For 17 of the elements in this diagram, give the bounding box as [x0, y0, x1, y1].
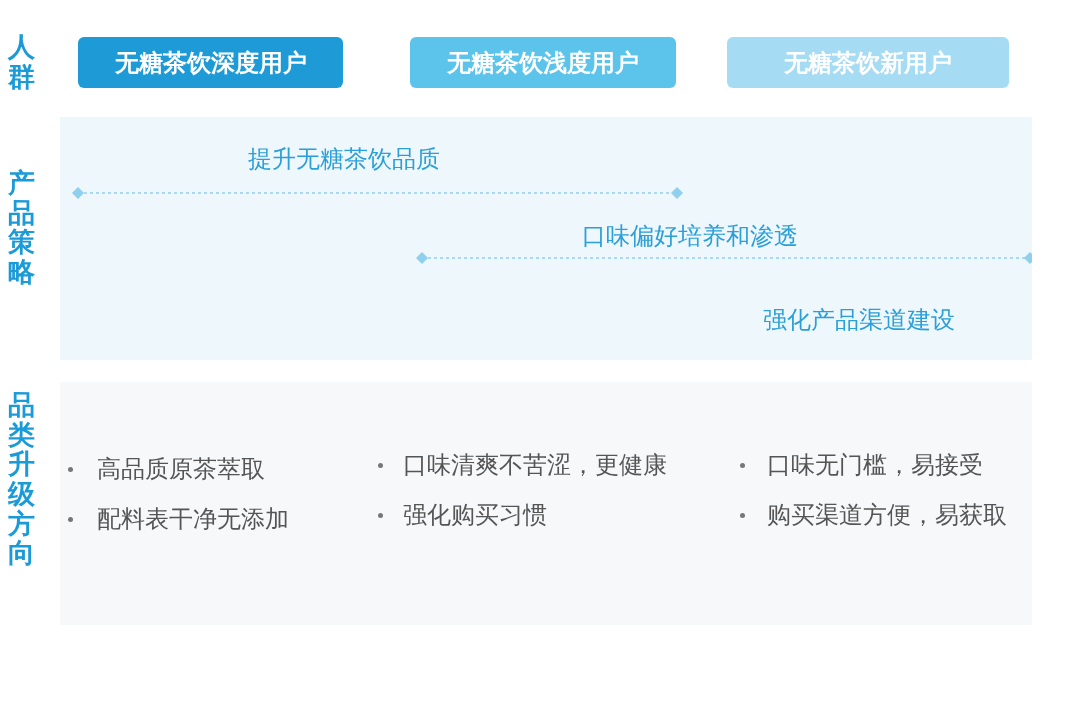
strategy-text: 提升无糖茶饮品质 [248, 144, 440, 175]
bullet-text: 配料表干净无添加 [97, 504, 289, 535]
panel-background [60, 117, 1032, 360]
strategy-text: 口味偏好培养和渗透 [582, 221, 798, 252]
strategy-text: 强化产品渠道建设 [763, 305, 955, 336]
user-group-label: 无糖茶饮浅度用户 [410, 37, 676, 88]
bullet-text: 购买渠道方便，易获取 [767, 500, 1007, 531]
bullet-text: 高品质原茶萃取 [97, 454, 265, 485]
bullet-text: 强化购买习惯 [403, 500, 547, 531]
row-header: 人群 [8, 32, 35, 92]
panel-background [60, 382, 1032, 625]
bullet-text: 口味无门槛，易接受 [767, 450, 983, 481]
row-header: 产品策略 [8, 168, 35, 287]
user-group-label: 无糖茶饮新用户 [727, 37, 1009, 88]
user-group-label: 无糖茶饮深度用户 [78, 37, 343, 88]
row-header: 品类升级方向 [8, 390, 35, 569]
bullet-text: 口味清爽不苦涩，更健康 [403, 450, 667, 481]
